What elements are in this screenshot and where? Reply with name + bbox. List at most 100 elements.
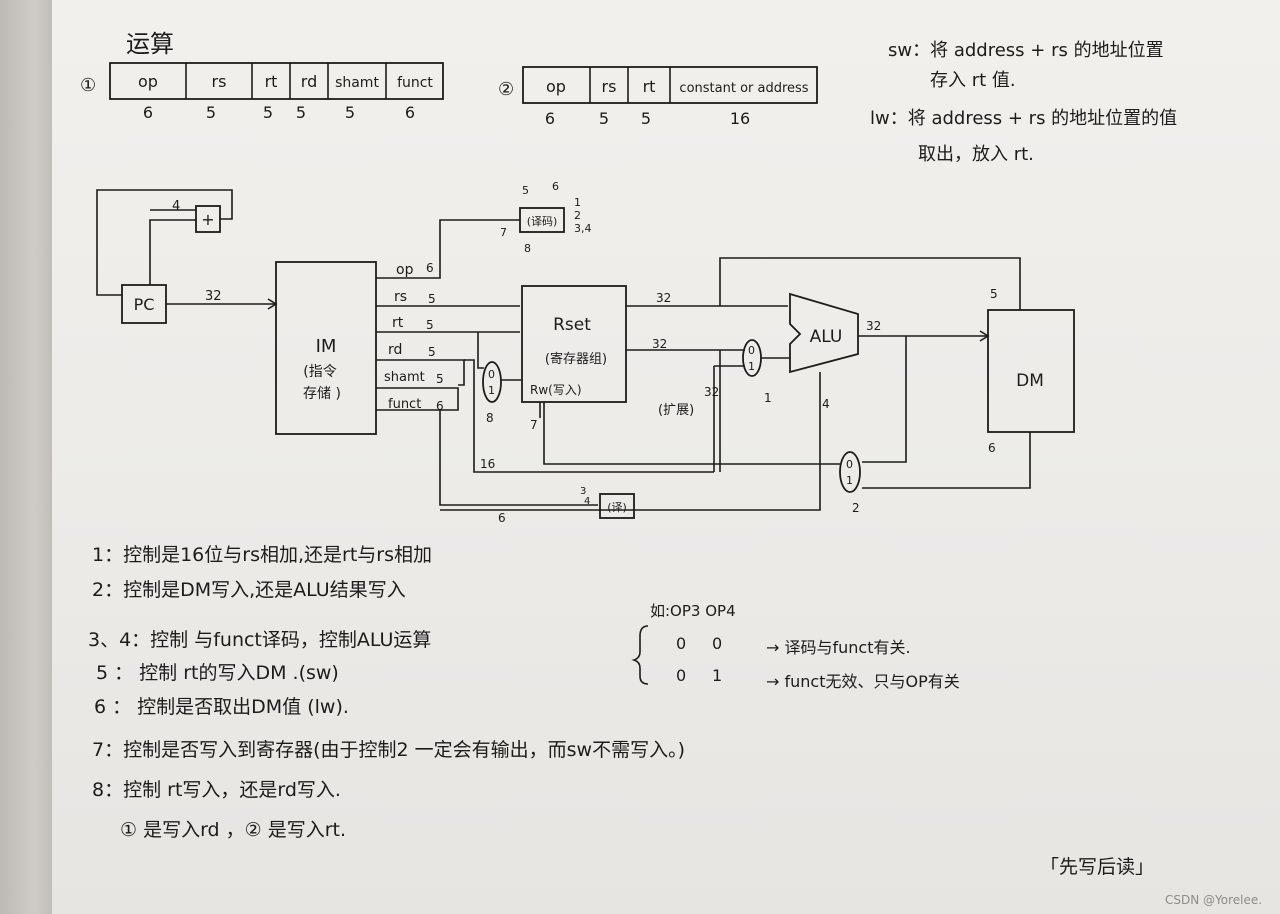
decoder-top-ctrl-34: 3,4 [574, 222, 592, 235]
format-r-bits-shamt: 5 [345, 103, 355, 122]
format-r-box [109, 62, 444, 100]
rset-rw-label: Rw(写入) [530, 383, 582, 397]
mux-regdst-in1: 1 [488, 384, 495, 397]
decoder-bottom-ctrl-3: 3 [580, 486, 586, 497]
adder-label: + [201, 210, 214, 229]
alu-ctrl-4: 4 [822, 397, 830, 411]
control-note-1: 1：控制是16位与rs相加,还是rt与rs相加 [92, 544, 432, 566]
mux-memtoreg-in0: 0 [846, 458, 853, 471]
im-label: IM [316, 336, 337, 357]
format-r-field-op: op [138, 72, 158, 91]
format-i-bits-rt: 5 [641, 109, 651, 128]
note-sw-1: sw：将 address + rs 的地址位置 [888, 40, 1164, 61]
wire-imm-16: 16 [480, 457, 495, 471]
control-note-6: 6 ： 控制是否取出DM值 (lw). [94, 696, 349, 718]
ext-label: (扩展) [658, 403, 694, 418]
decoder-top-ctrl-7: 7 [500, 226, 507, 239]
im-out-shamt: shamt [384, 370, 425, 385]
mux-memtoreg-sel: 2 [852, 501, 860, 515]
control-note-7: 7：控制是否写入到寄存器(由于控制2 一定会有输出，而sw不需写入。) [92, 739, 685, 761]
im-out-rs-width: 5 [428, 292, 436, 306]
op-table-brace [631, 625, 649, 685]
format-i-bits-rs: 5 [599, 109, 609, 128]
im-label-2: (指令 [303, 364, 336, 380]
decoder-top-box [519, 207, 565, 233]
dm-ctrl-5: 5 [990, 287, 998, 301]
format-r-field-rd: rd [301, 72, 317, 91]
im-out-op-width: 6 [426, 261, 434, 275]
wire-funct-6: 6 [498, 511, 506, 525]
im-box [275, 261, 377, 435]
dm-ctrl-6: 6 [988, 441, 996, 455]
format-r-number: ① [80, 75, 96, 96]
mux-regdst-sel: 8 [486, 411, 494, 425]
decoder-top-ctrl-5: 5 [522, 184, 529, 197]
decoder-bottom-label: (译) [607, 501, 627, 514]
op-table-r2-desc: → funct无效、只与OP有关 [766, 672, 960, 691]
format-i-field-rt: rt [643, 77, 656, 96]
wire-pc-32: 32 [205, 289, 222, 304]
decoder-top-ctrl-1: 1 [574, 196, 581, 209]
format-i-bits-op: 6 [545, 109, 555, 128]
im-out-shamt-width: 5 [436, 372, 444, 386]
mux-regdst [482, 361, 502, 403]
format-r-bits-rd: 5 [296, 103, 306, 122]
wire-rset-b-32: 32 [652, 337, 667, 351]
op-table-r2-op4: 1 [712, 666, 723, 685]
note-lw-2: 取出，放入 rt. [918, 144, 1034, 165]
im-out-op: op [396, 262, 414, 278]
dm-box [987, 309, 1075, 433]
control-note-5: 5 ： 控制 rt的写入DM .(sw) [96, 662, 339, 684]
mux-alusrc-sel: 1 [764, 391, 772, 405]
format-r-field-shamt: shamt [335, 75, 379, 91]
rset-ctrl-7: 7 [530, 418, 538, 432]
adder-four: 4 [172, 199, 180, 214]
dm-label: DM [1016, 371, 1044, 391]
format-i-field-const: constant or address [679, 81, 808, 96]
control-note-3-4: 3、4：控制 与funct译码，控制ALU运算 [88, 629, 432, 651]
mux-alusrc-in1: 1 [748, 360, 755, 373]
notebook-binding [0, 0, 62, 914]
signature: 「先写后读」 [1040, 856, 1155, 878]
wire-rset-a-32: 32 [656, 291, 671, 305]
decoder-top-ctrl-6: 6 [552, 180, 559, 193]
format-r-field-funct: funct [397, 75, 433, 91]
op-table-r1-desc: → 译码与funct有关. [766, 638, 911, 657]
decoder-top-ctrl-2: 2 [574, 209, 581, 222]
format-r-field-rs: rs [212, 72, 227, 91]
im-label-3: 存储 ) [303, 386, 341, 402]
control-note-9: ① 是写入rd ，② 是写入rt. [120, 819, 347, 841]
op-table-r1-op4: 0 [712, 634, 723, 653]
im-out-rt: rt [392, 315, 404, 331]
format-r-bits-rt: 5 [263, 103, 273, 122]
pc-label: PC [134, 295, 155, 314]
format-r-bits-funct: 6 [405, 103, 415, 122]
wire-ext-32: 32 [704, 385, 719, 399]
format-i-number: ② [498, 79, 514, 100]
watermark: CSDN @Yorelee. [1165, 893, 1263, 907]
rset-label: Rset [553, 315, 591, 335]
mux-regdst-in0: 0 [488, 368, 495, 381]
notebook-page [52, 0, 1280, 914]
control-note-2: 2：控制是DM写入,还是ALU结果写入 [92, 579, 406, 601]
decoder-top-label: (译码) [527, 215, 558, 228]
im-out-funct: funct [388, 397, 421, 412]
rset-label-2: (寄存器组) [545, 351, 607, 367]
format-r-field-rt: rt [265, 72, 278, 91]
alu-label: ALU [810, 327, 843, 347]
format-r-bits-op: 6 [143, 103, 153, 122]
op-table-r1-op3: 0 [676, 634, 687, 653]
im-out-funct-width: 6 [436, 399, 444, 413]
op-table-r2-op3: 0 [676, 666, 687, 685]
format-r-bits-rs: 5 [206, 103, 216, 122]
im-out-rd-width: 5 [428, 345, 436, 359]
control-note-8: 8：控制 rt写入，还是rd写入. [92, 779, 341, 801]
format-i-bits-const: 16 [730, 109, 750, 128]
decoder-bottom-box [599, 493, 635, 519]
rset-box [521, 285, 627, 403]
im-out-rs: rs [394, 289, 407, 305]
wire-alu-32: 32 [866, 319, 881, 333]
im-out-rd: rd [388, 342, 402, 358]
format-i-field-op: op [546, 77, 566, 96]
